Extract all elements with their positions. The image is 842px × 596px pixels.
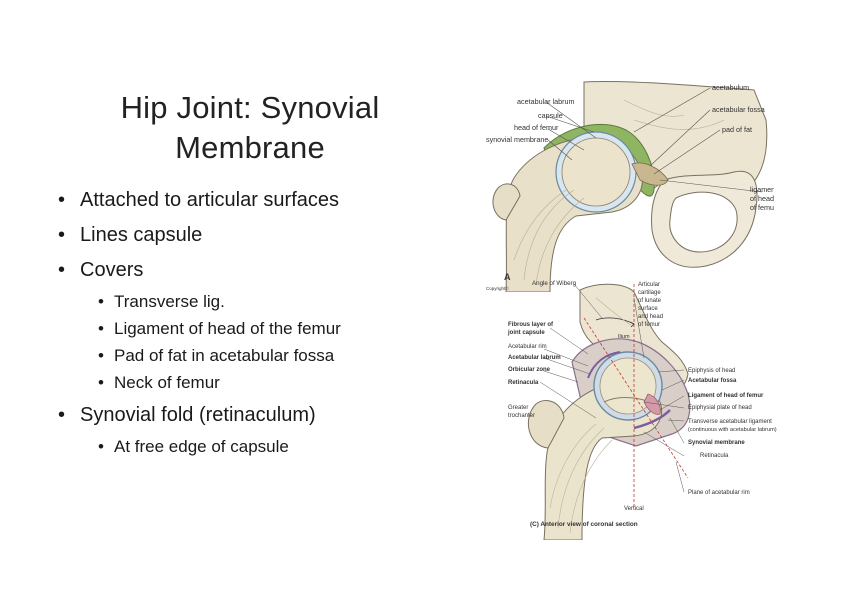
- label-synovial-membrane: Synovial membrane: [688, 440, 745, 446]
- bullet-list: Attached to articular surfaces Lines cap…: [58, 188, 458, 467]
- plane-of-rim-line: [583, 317, 689, 479]
- bullet-item: Synovial fold (retinaculum): [58, 403, 458, 427]
- label-acetabulum: acetabulum: [712, 83, 749, 92]
- label-capsule: capsule: [538, 111, 563, 120]
- obturator-foramen: [669, 191, 738, 253]
- figure-c-coronal-section: Angle of Wiberg Fibrous layer of joint c…: [484, 278, 804, 540]
- label-transverse-ligament-1: Transverse acetabular ligament: [688, 419, 772, 425]
- label-articular-6: of femur: [638, 322, 660, 328]
- label-pad-of-fat: pad of fat: [722, 125, 752, 134]
- label-acetabular-fossa: acetabular fossa: [712, 105, 765, 114]
- label-greater-trochanter-1: Greater: [508, 405, 528, 411]
- label-articular-3: of lunate: [638, 298, 662, 304]
- label-ilium: Ilium: [618, 334, 630, 340]
- sub-bullet-item: Transverse lig.: [98, 291, 458, 312]
- label-ligament-1: ligament: [750, 185, 774, 194]
- label-fibrous-layer-1: Fibrous layer of: [508, 322, 554, 328]
- panel-label-a: A: [504, 272, 511, 282]
- sub-bullet-item: Neck of femur: [98, 372, 458, 393]
- label-acetabular-rim: Acetabular rim: [508, 344, 547, 350]
- label-orbicular-zone: Orbicular zone: [508, 367, 551, 373]
- label-angle-of-wiberg: Angle of Wiberg: [532, 280, 577, 287]
- label-synovial-membrane: synovial membrane: [486, 135, 548, 144]
- label-retinacula: Retinacula: [508, 380, 539, 386]
- bullet-item: Lines capsule: [58, 223, 458, 247]
- label-articular-1: Articular: [638, 282, 660, 288]
- label-articular-5: and head: [638, 314, 663, 320]
- label-articular-4: surface: [638, 306, 658, 312]
- label-acetabular-labrum: acetabular labrum: [517, 97, 575, 106]
- copyright-note: Copyright©: [486, 285, 509, 291]
- label-epiphysial-plate: Epiphysial plate of head: [688, 405, 752, 411]
- figure-a-hip-joint: acetabular labrum capsule head of femur …: [484, 80, 774, 292]
- label-epiphysis-of-head: Epiphysis of head: [688, 368, 735, 374]
- label-greater-trochanter-2: trochanter: [508, 413, 535, 419]
- label-head-of-femur: head of femur: [514, 123, 559, 132]
- label-vertical: Vertical: [624, 506, 644, 512]
- label-ligament-2: of head: [750, 194, 774, 203]
- label-transverse-ligament-2: (continuous with acetabular labrum): [688, 427, 777, 433]
- label-ligament-3: of femur: [750, 203, 774, 212]
- label-acetabular-labrum: Acetabular labrum: [508, 355, 561, 361]
- label-fibrous-layer-2: joint capsule: [507, 330, 545, 336]
- label-articular-2: cartilage: [638, 290, 661, 296]
- figure-caption: (C) Anterior view of coronal section: [530, 521, 638, 528]
- bullet-item: Covers: [58, 258, 458, 282]
- sub-bullet-item: At free edge of capsule: [98, 436, 458, 457]
- label-ligament-of-head: Ligament of head of femur: [688, 393, 764, 399]
- label-retinacula-right: Retinacula: [700, 453, 729, 459]
- label-acetabular-fossa: Acetabular fossa: [688, 378, 737, 384]
- sub-bullet-item: Ligament of head of the femur: [98, 318, 458, 339]
- slide-title: Hip Joint: Synovial Membrane: [120, 90, 380, 165]
- bullet-item: Attached to articular surfaces: [58, 188, 458, 212]
- sub-bullet-item: Pad of fat in acetabular fossa: [98, 345, 458, 366]
- label-plane-of-rim: Plane of acetabular rim: [688, 490, 750, 496]
- sub-bullet-list: Transverse lig. Ligament of head of the …: [98, 291, 458, 393]
- sub-bullet-list: At free edge of capsule: [98, 436, 458, 457]
